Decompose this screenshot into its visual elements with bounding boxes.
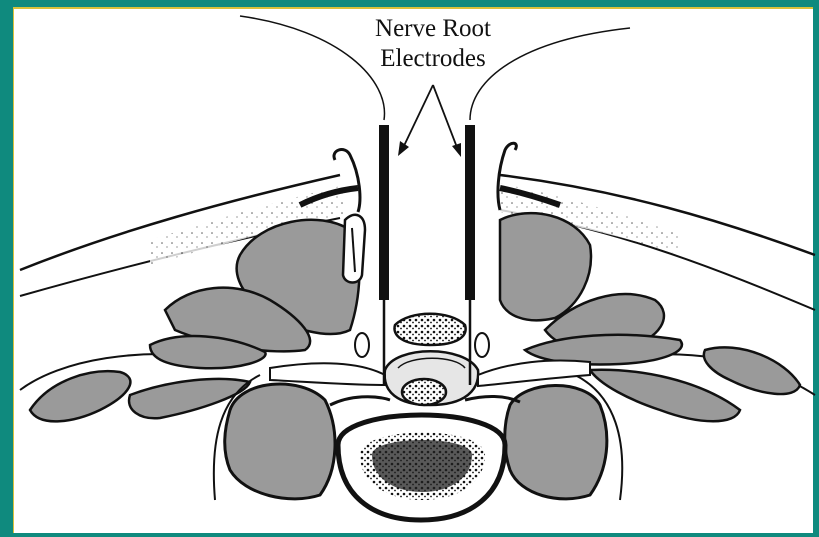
muscle-right-4: [704, 347, 800, 394]
muscle-left-4: [30, 371, 130, 421]
electrode-left-wire: [240, 16, 384, 120]
electrode-right-wire: [470, 28, 630, 120]
facet-right: [475, 333, 489, 357]
electrode-left: [379, 125, 389, 300]
posterior-arch: [394, 314, 465, 345]
nerve-root-left: [330, 397, 390, 405]
transverse-process-right: [478, 361, 590, 386]
label-electrodes: Electrodes: [380, 45, 486, 72]
arrow-right-line: [433, 85, 458, 150]
arrow-left-head: [398, 141, 409, 156]
arrow-left-line: [402, 85, 433, 150]
psoas-left: [225, 384, 335, 499]
electrode-right: [465, 125, 475, 300]
facet-left: [355, 333, 369, 357]
muscle-right-1: [500, 213, 591, 320]
label-nerve-root: Nerve Root: [375, 15, 491, 42]
transverse-process-left: [270, 363, 385, 385]
psoas-right: [505, 385, 607, 498]
spinal-cord: [402, 379, 446, 405]
arrow-right-head: [452, 143, 461, 157]
